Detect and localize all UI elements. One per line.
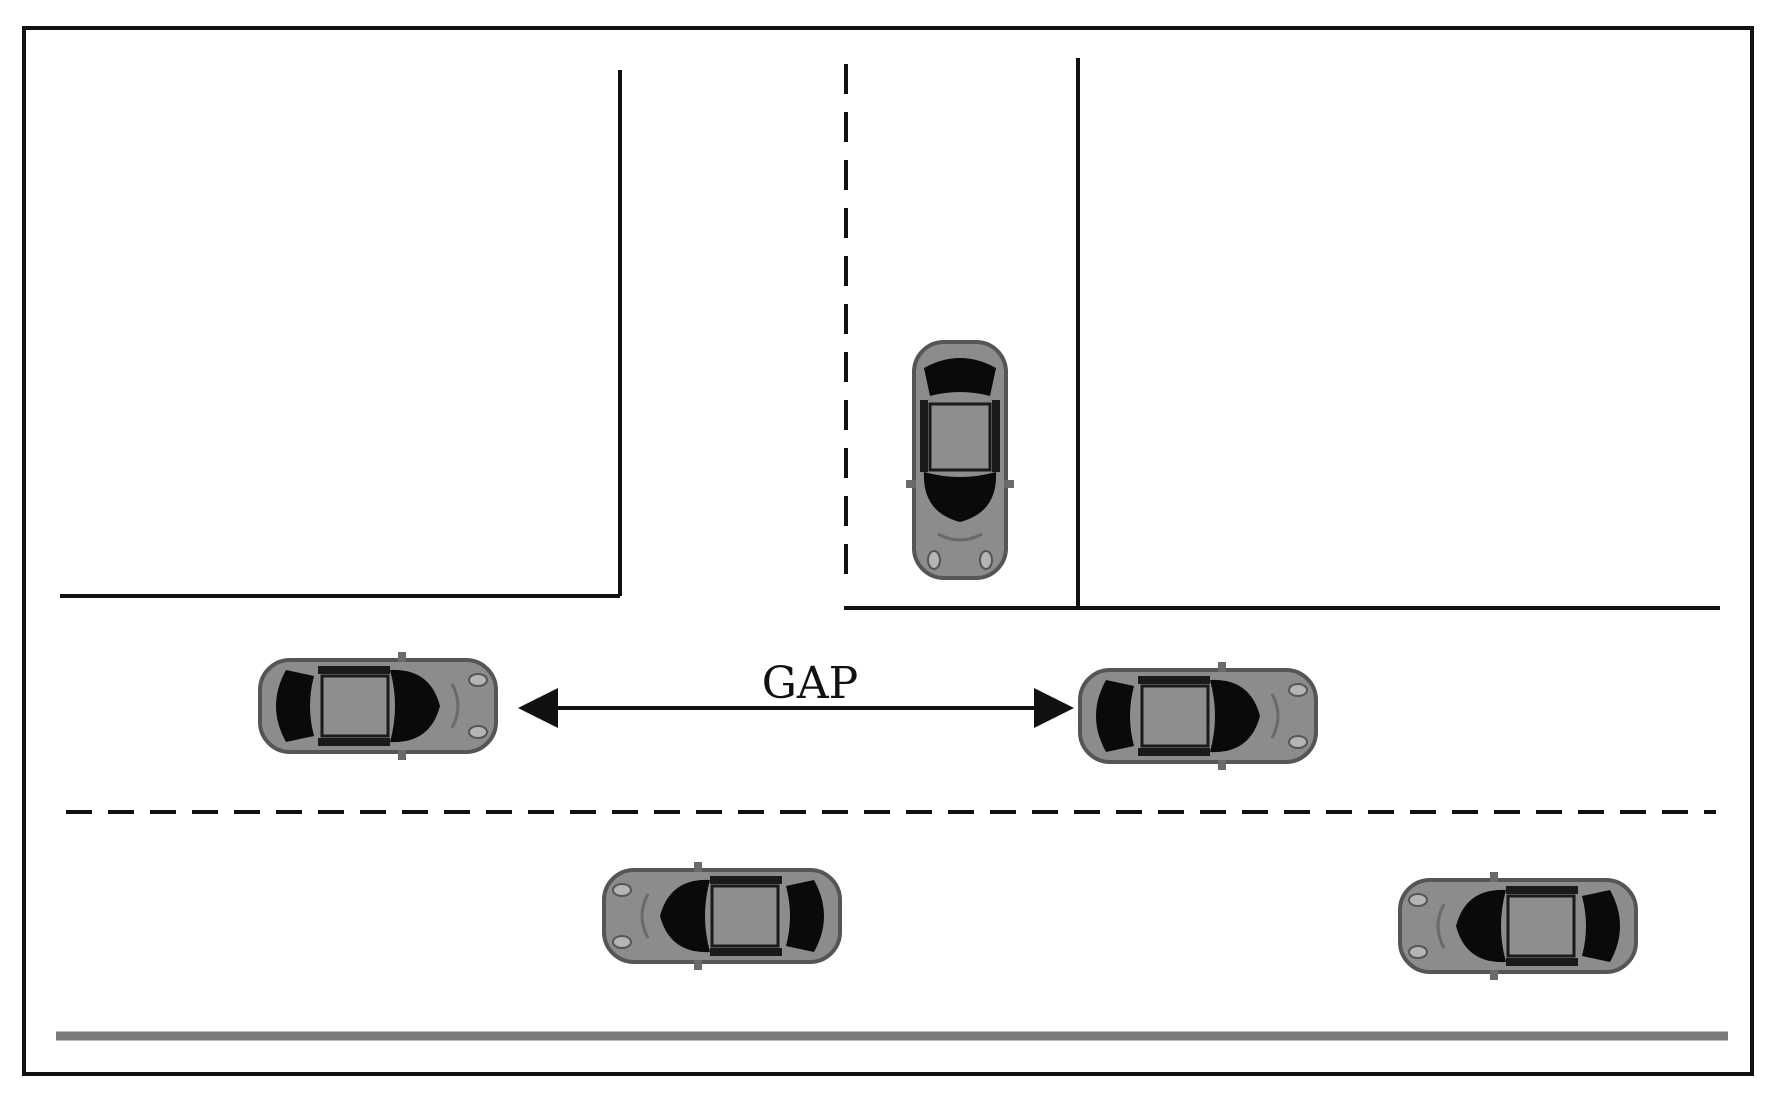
far-lane-car-2 bbox=[1398, 870, 1638, 982]
following-car bbox=[1078, 660, 1318, 772]
side-street-car bbox=[904, 340, 1016, 580]
gap-label: GAP bbox=[762, 658, 859, 709]
far-lane-car-1 bbox=[602, 860, 842, 972]
lead-car bbox=[258, 650, 498, 762]
